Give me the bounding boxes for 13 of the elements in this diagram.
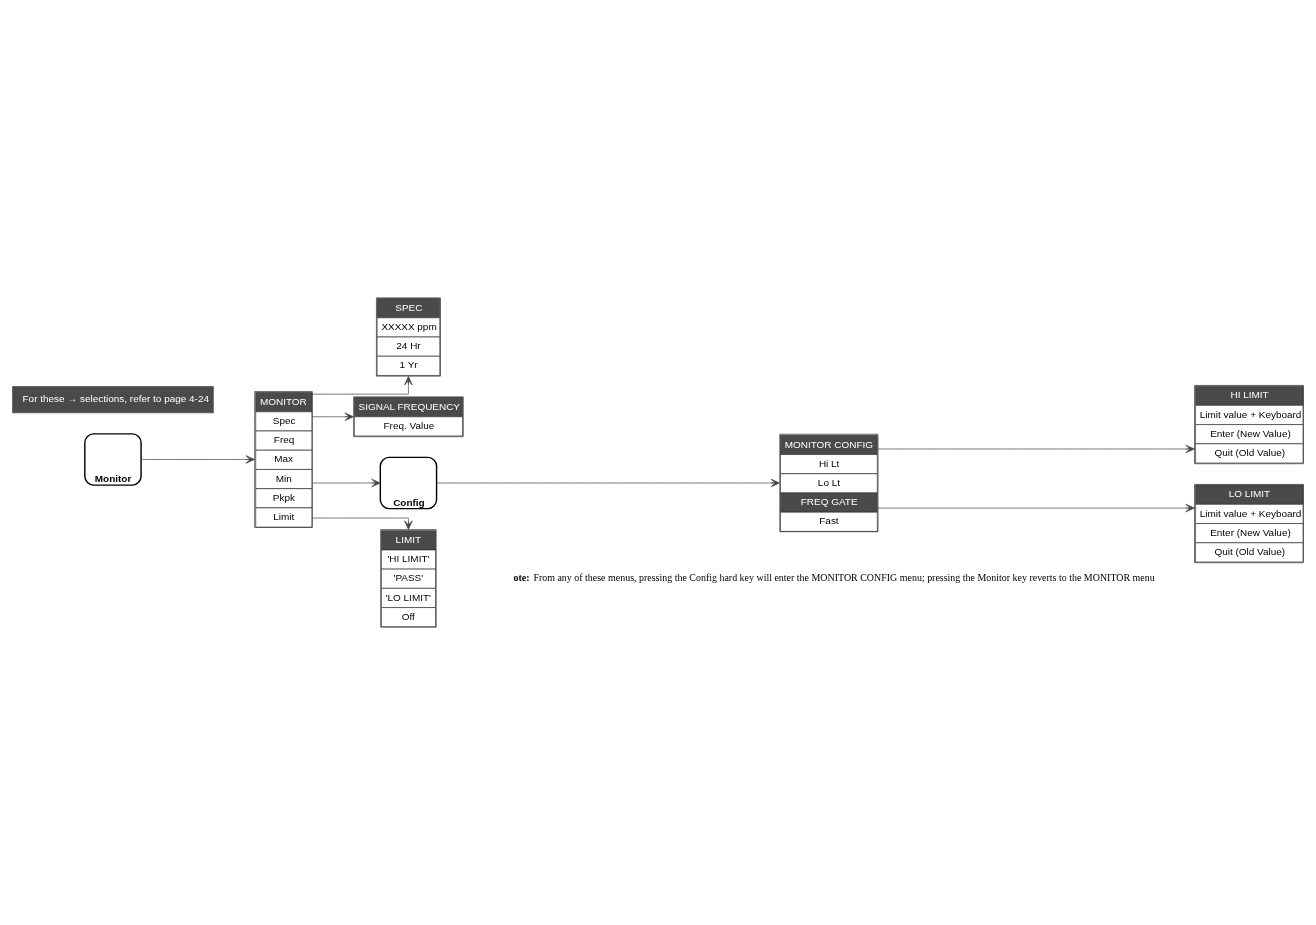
node-box: Config (379, 456, 438, 510)
label: From any of these menus, pressing the Config hard key will enter the MONITOR CONFIG menu; pressing the Monitor key reverts to the MONITOR menu (533, 572, 1155, 584)
arrow (436, 478, 780, 488)
arrow (311, 376, 413, 395)
label: ote: (513, 571, 530, 583)
arrow (311, 412, 354, 421)
arrow (140, 455, 255, 464)
arrow (311, 517, 413, 530)
arrow (876, 444, 1195, 454)
node-box: For these → selections, refer to page 4-24 (12, 386, 214, 414)
arrow (876, 503, 1195, 513)
node-box: Monitor (84, 433, 142, 486)
arrow (312, 478, 381, 488)
